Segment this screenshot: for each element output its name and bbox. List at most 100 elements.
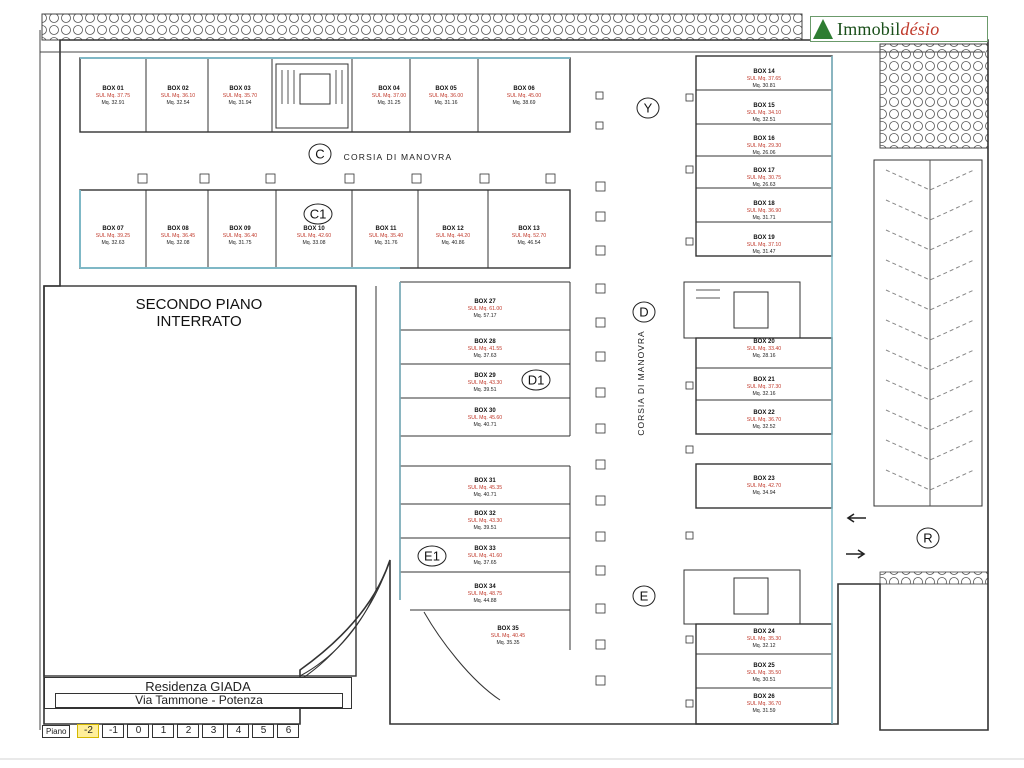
box-mq-label: Mq. 40.71 (473, 492, 496, 498)
box-id-label: BOX 25 (753, 663, 775, 669)
floor-button-minus1[interactable]: -1 (102, 724, 125, 738)
marker-e1: E1 (417, 545, 447, 567)
box-mq-label: Mq. 32.63 (101, 240, 124, 246)
box-mq-label: Mq. 32.51 (752, 117, 775, 123)
top-row-boxes (79, 57, 571, 133)
box-sul-label: SUL Mq. 36.10 (161, 93, 196, 99)
floor-button-minus2[interactable]: -2 (77, 724, 100, 738)
arrow-left (846, 513, 866, 523)
floor-button-4[interactable]: 4 (227, 724, 250, 738)
floor-button-1[interactable]: 1 (152, 724, 175, 738)
box-sul-label: SUL Mq. 30.75 (747, 175, 782, 181)
box-sul-label: SUL Mq. 36.70 (747, 417, 782, 423)
box-id-label: BOX 31 (474, 478, 496, 484)
box-mq-label: Mq. 31.25 (377, 100, 400, 106)
floor-button-6[interactable]: 6 (277, 724, 300, 738)
corridor-label-vertical: CORSIA DI MANOVRA (636, 330, 646, 435)
floor-button-0[interactable]: 0 (127, 724, 150, 738)
box-sul-label: SUL Mq. 36.40 (223, 233, 258, 239)
box-mq-label: Mq. 31.71 (752, 215, 775, 221)
box-sul-label: SUL Mq. 35.30 (747, 636, 782, 642)
ramp-curve (299, 559, 391, 681)
marker-label: D1 (528, 373, 545, 388)
floor-button-3[interactable]: 3 (202, 724, 225, 738)
box-mq-label: Mq. 31.47 (752, 249, 775, 255)
box-mq-label: Mq. 37.65 (473, 560, 496, 566)
ramp (873, 159, 983, 507)
box-mq-label: Mq. 31.94 (228, 100, 251, 106)
box-mq-label: Mq. 32.16 (752, 391, 775, 397)
box-sul-label: SUL Mq. 45.00 (507, 93, 542, 99)
box-id-label: BOX 19 (753, 235, 775, 241)
box-id-label: BOX 35 (497, 626, 519, 632)
box-mq-label: Mq. 33.08 (302, 240, 325, 246)
box-mq-label: Mq. 26.06 (752, 150, 775, 156)
box-mq-label: Mq. 40.86 (441, 240, 464, 246)
marker-label: R (923, 531, 932, 546)
box-sul-label: SUL Mq. 61.00 (468, 306, 503, 312)
box-sul-label: SUL Mq. 52.70 (512, 233, 547, 239)
marker-label: D (639, 305, 648, 320)
box-mq-label: Mq. 57.17 (473, 313, 496, 319)
box-mq-label: Mq. 30.51 (752, 677, 775, 683)
box-id-label: BOX 24 (753, 629, 775, 635)
box-id-label: BOX 08 (167, 226, 189, 232)
marker-c: C (308, 143, 332, 165)
box-sul-label: SUL Mq. 45.60 (468, 415, 503, 421)
box-mq-label: Mq. 46.54 (517, 240, 540, 246)
box-id-label: BOX 09 (229, 226, 251, 232)
box-mq-label: Mq. 32.91 (101, 100, 124, 106)
box-sul-label: SUL Mq. 36.70 (747, 701, 782, 707)
box-id-label: BOX 18 (753, 201, 775, 207)
box-sul-label: SUL Mq. 39.25 (96, 233, 131, 239)
unassigned-block (43, 285, 357, 677)
box-mq-label: Mq. 31.75 (228, 240, 251, 246)
box-id-label: BOX 07 (102, 226, 124, 232)
floor-title-line1: SECONDO PIANO (135, 296, 263, 313)
box-mq-label: Mq. 38.69 (512, 100, 535, 106)
box-mq-label: Mq. 32.52 (752, 424, 775, 430)
box-id-label: BOX 14 (753, 69, 775, 75)
marker-y: Y (636, 97, 660, 119)
box-sul-label: SUL Mq. 36.90 (747, 208, 782, 214)
residence-name: Residenza GIADA (145, 679, 251, 694)
box-id-label: BOX 27 (474, 299, 496, 305)
box-mq-label: Mq. 26.63 (752, 182, 775, 188)
marker-d1: D1 (521, 369, 551, 391)
box-sul-label: SUL Mq. 33.40 (747, 346, 782, 352)
box-sul-label: SUL Mq. 44.20 (436, 233, 471, 239)
box-sul-label: SUL Mq. 29.30 (747, 143, 782, 149)
box-mq-label: Mq. 40.71 (473, 422, 496, 428)
box-id-label: BOX 05 (435, 86, 457, 92)
site-boundary-hatch (41, 13, 803, 41)
middle-row-boxes (79, 189, 571, 269)
box-id-label: BOX 30 (474, 408, 496, 414)
floor-selector-label: Piano (42, 724, 71, 738)
box-sul-label: SUL Mq. 35.50 (747, 670, 782, 676)
box-id-label: BOX 33 (474, 546, 496, 552)
residence-address: Via Tammone - Potenza (55, 693, 343, 708)
box-sul-label: SUL Mq. 36.00 (429, 93, 464, 99)
floor-title: SECONDO PIANO INTERRATO (94, 296, 304, 330)
box-sul-label: SUL Mq. 42.70 (747, 483, 782, 489)
marker-label: C1 (310, 207, 327, 222)
box-mq-label: Mq. 39.51 (473, 525, 496, 531)
box-mq-label: Mq. 32.08 (166, 240, 189, 246)
floor-button-5[interactable]: 5 (252, 724, 275, 738)
box-sul-label: SUL Mq. 36.45 (161, 233, 196, 239)
right-column-boxes (683, 55, 833, 725)
box-sul-label: SUL Mq. 37.65 (747, 76, 782, 82)
box-sul-label: SUL Mq. 37.10 (747, 242, 782, 248)
corridor-label-top: CORSIA DI MANOVRA (344, 152, 453, 162)
floor-button-2[interactable]: 2 (177, 724, 200, 738)
pillars (137, 91, 694, 708)
arrow-right (846, 549, 866, 559)
box-mq-label: Mq. 31.16 (434, 100, 457, 106)
box-sul-label: SUL Mq. 43.30 (468, 518, 503, 524)
box-id-label: BOX 01 (102, 86, 124, 92)
box-id-label: BOX 21 (753, 377, 775, 383)
